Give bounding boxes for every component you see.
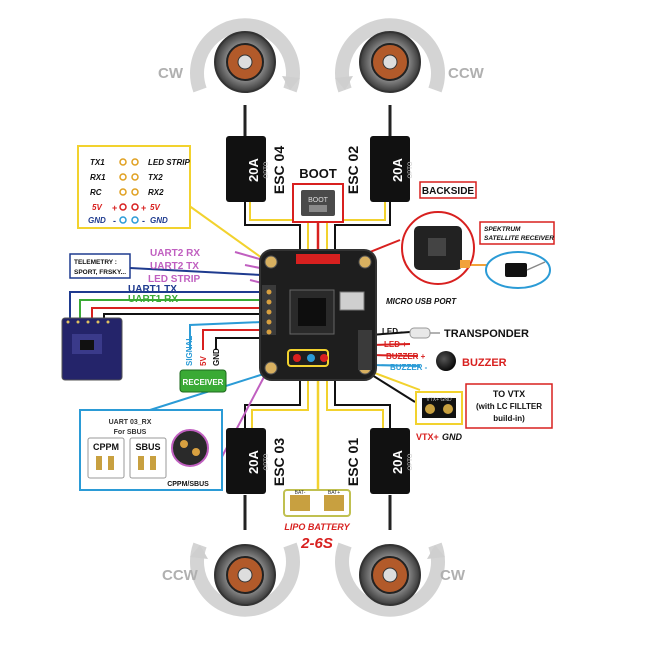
sbus-title1: UART 03_RX xyxy=(109,419,152,426)
vtx-pad-label: VTX+ GND xyxy=(426,397,452,403)
transponder-label: TRANSPONDER xyxy=(444,328,529,340)
right-labels: LED - LED + BUZZER + BUZZER - TRANSPONDE… xyxy=(382,327,529,372)
esc-sub: OPTO xyxy=(264,453,270,470)
motor-top-left: CW xyxy=(158,18,300,93)
transponder-led-icon xyxy=(409,327,440,339)
esc-01: 20A OPTO ESC 01 xyxy=(345,428,414,494)
receiver-gnd: GND xyxy=(212,348,221,366)
uart1-tx-label: UART1 TX xyxy=(128,284,177,295)
lipo-label2: 2-6S xyxy=(300,535,333,552)
vtx-section: TO VTX (with LC FILLTER build-in) VTX+ G… xyxy=(415,383,553,442)
receiver: SIGNAL 5V GND RECEIVER xyxy=(179,336,227,393)
lipo-pad-minus: BAT- xyxy=(295,490,306,496)
motor-dir-label: CCW xyxy=(162,567,199,584)
motor-dir-label: CW xyxy=(158,65,184,82)
backside-label: BACKSIDE xyxy=(422,186,475,197)
sbus-label: SBUS xyxy=(135,442,160,452)
esc-rating: 20A xyxy=(390,449,405,473)
sbus-footer: CPPM/SBUS xyxy=(167,481,209,488)
led-minus-label: LED - xyxy=(382,327,403,336)
esc-sub: OPTO xyxy=(408,453,414,470)
pin-legend-left-2: RC xyxy=(90,188,102,197)
vtx-title3: build-in) xyxy=(493,414,525,423)
pin-legend-left-4: GND xyxy=(88,216,106,225)
esc-label: ESC 04 xyxy=(271,146,287,194)
esc-label: ESC 03 xyxy=(271,438,287,486)
led-plus-label: LED + xyxy=(384,340,407,349)
esc-label: ESC 01 xyxy=(345,438,361,486)
esc-02: 20A OPTO ESC 02 xyxy=(345,136,414,202)
telemetry-module xyxy=(61,317,123,381)
motor-dir-label: CW xyxy=(440,567,466,584)
boot-chip-label: BOOT xyxy=(308,197,329,204)
pin-legend-left-0: TX1 xyxy=(90,158,105,167)
backside-view: BACKSIDE SPEKTRUM SATELLITE RECEIVER xyxy=(401,181,555,289)
uart2-rx-label: UART2 RX xyxy=(150,248,200,259)
lipo-section: BAT- BAT+ LIPO BATTERY 2-6S xyxy=(283,489,351,552)
receiver-label: RECEIVER xyxy=(183,378,224,387)
sbus-box: UART 03_RX For SBUS CPPM SBUS CPPM/SBUS xyxy=(79,409,223,491)
esc-sub: OPTO xyxy=(264,161,270,178)
vtx-gnd-label: GND xyxy=(442,432,463,442)
boot-button: BOOT BOOT xyxy=(292,166,344,223)
uart-labels: UART2 RX UART2 TX LED STRIP UART1 TX UAR… xyxy=(128,248,201,305)
buzzer-icon xyxy=(436,351,456,371)
motor-bottom-left: CCW xyxy=(162,542,300,617)
pin-legend-right-2: RX2 xyxy=(148,188,164,197)
esc-04: 20A OPTO ESC 04 xyxy=(226,136,287,202)
telemetry-box: TELEMETRY : SPORT, FRSKY... xyxy=(69,253,131,279)
sbus-title2: For SBUS xyxy=(114,429,147,436)
pin-legend-right-1: TX2 xyxy=(148,173,163,182)
flight-controller-board xyxy=(259,249,377,381)
receiver-signal: SIGNAL xyxy=(185,336,194,366)
vtx-title1: TO VTX xyxy=(493,389,525,399)
esc-rating: 20A xyxy=(390,157,405,181)
pin-plus-left: + xyxy=(112,203,117,213)
lipo-label1: LIPO BATTERY xyxy=(284,522,350,532)
motor-bottom-right: CW xyxy=(335,542,466,617)
uart2-tx-label: UART2 TX xyxy=(150,261,199,272)
pin-plus-right: + xyxy=(141,203,146,213)
pin-legend-right-3: 5V xyxy=(150,203,160,212)
telemetry-line2: SPORT, FRSKY... xyxy=(74,269,126,276)
vtx-title2: (with LC FILLTER xyxy=(476,402,542,411)
vtx-plus-label: VTX+ xyxy=(416,432,439,442)
esc-rating: 20A xyxy=(246,157,261,181)
pin-legend-right-0: LED STRIP xyxy=(148,158,190,167)
motor-dir-label: CCW xyxy=(448,65,485,82)
spektrum-line1: SPEKTRUM xyxy=(484,226,521,233)
motor-top-right: CCW xyxy=(335,18,485,93)
pin-minus-left: - xyxy=(113,216,116,226)
cppm-label: CPPM xyxy=(93,442,119,452)
pin-legend-box: TX1 RX1 RC 5V GND + + - - LED STRIP TX2 … xyxy=(77,145,191,229)
lipo-pad-plus: BAT+ xyxy=(328,490,340,496)
spektrum-line2: SATELLITE RECEIVER xyxy=(484,235,554,242)
usb-port-label: MICRO USB PORT xyxy=(386,297,457,306)
esc-sub: OPTO xyxy=(408,161,414,178)
pin-dots xyxy=(119,158,139,224)
receiver-5v: 5V xyxy=(199,356,208,366)
telemetry-line1: TELEMETRY : xyxy=(74,259,117,266)
pin-minus-right: - xyxy=(142,216,145,226)
esc-label: ESC 02 xyxy=(345,146,361,194)
boot-label: BOOT xyxy=(299,166,337,181)
esc-03: 20A OPTO ESC 03 xyxy=(226,428,287,494)
pin-legend-left-1: RX1 xyxy=(90,173,106,182)
led-strip-label: LED STRIP xyxy=(148,274,201,285)
pin-legend-left-3: 5V xyxy=(92,203,102,212)
buzzer-label: BUZZER xyxy=(462,357,507,369)
buzzer-minus-label: BUZZER - xyxy=(390,363,428,372)
esc-rating: 20A xyxy=(246,449,261,473)
buzzer-plus-label: BUZZER + xyxy=(386,352,426,361)
pin-legend-right-4: GND xyxy=(150,216,168,225)
uart1-rx-label: UART1 RX xyxy=(128,294,178,305)
wires xyxy=(69,105,500,530)
